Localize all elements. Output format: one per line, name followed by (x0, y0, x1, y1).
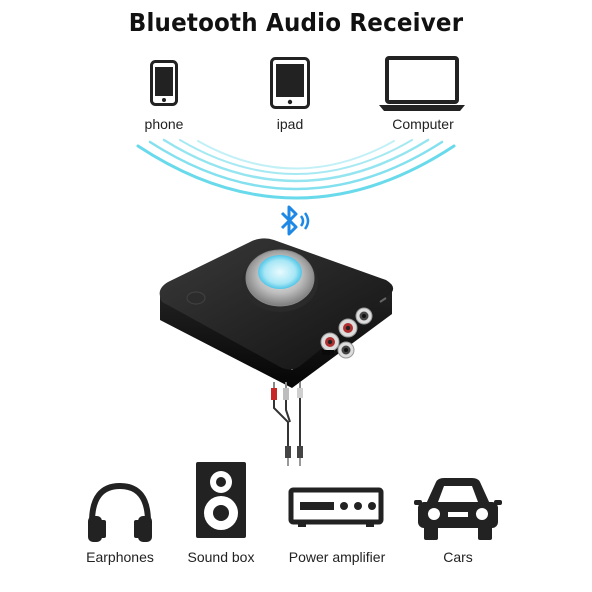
tablet-icon (270, 57, 310, 109)
source-label-phone: phone (144, 116, 184, 132)
output-label-earphones: Earphones (86, 549, 154, 565)
car-icon (414, 474, 502, 544)
laptop-icon (376, 55, 468, 113)
smartphone-icon (150, 60, 178, 106)
audio-cables (258, 380, 328, 474)
output-label-sound-box: Sound box (187, 549, 255, 565)
page-title: Bluetooth Audio Receiver (128, 8, 464, 37)
bluetooth-icon (276, 204, 312, 238)
source-label-ipad: ipad (276, 116, 304, 132)
amplifier-icon (288, 487, 384, 529)
source-label-computer: Computer (392, 116, 454, 132)
speaker-icon (194, 460, 248, 540)
wireless-signal-waves (0, 0, 592, 224)
output-label-power-amplifier: Power amplifier (288, 549, 386, 565)
output-label-cars: Cars (443, 549, 473, 565)
bluetooth-receiver-device (150, 232, 410, 396)
headphones-icon (84, 482, 156, 544)
